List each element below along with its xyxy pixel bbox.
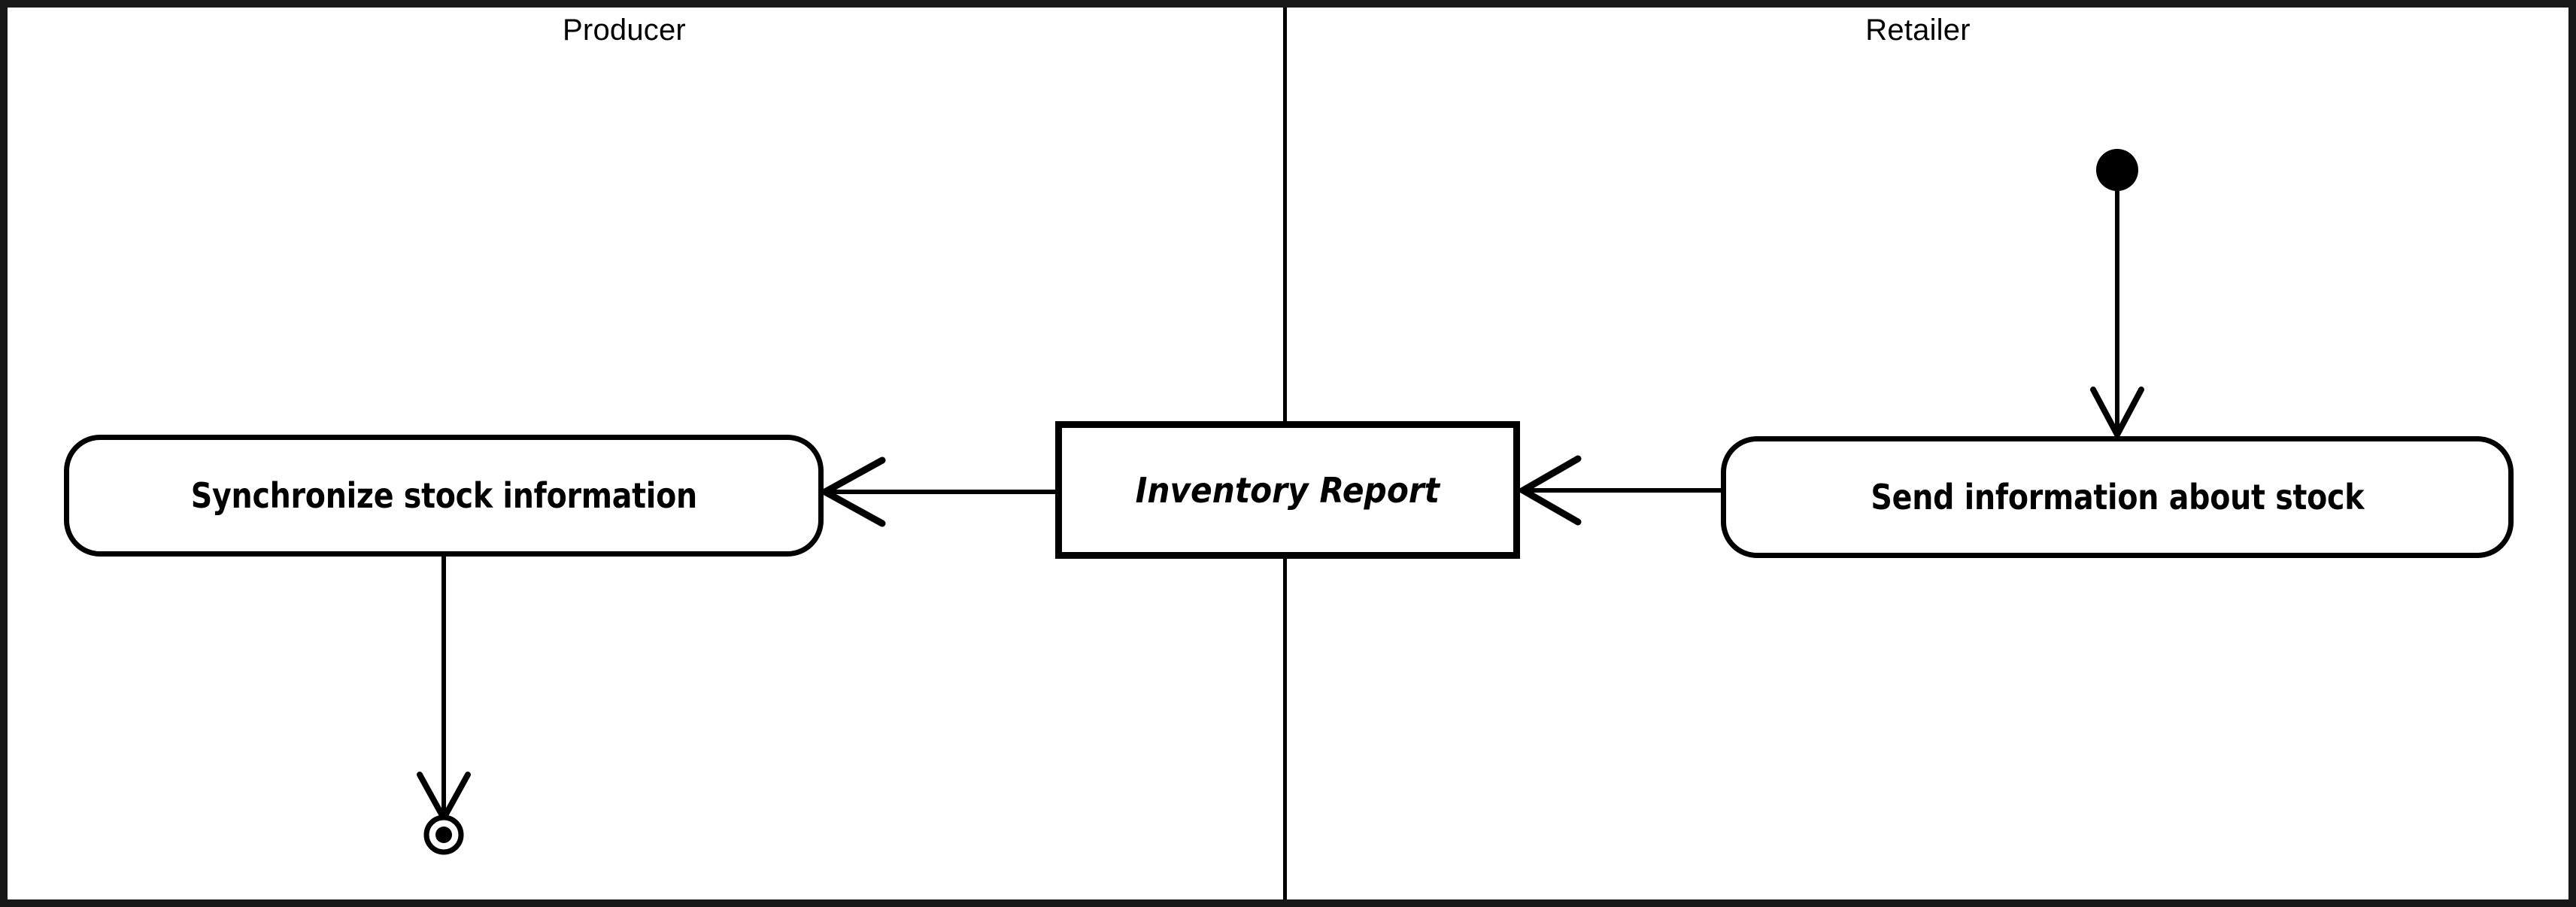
action-node-send-information-about-stock[interactable]: Send information about stock bbox=[1721, 436, 2514, 558]
action-node-label: Send information about stock bbox=[1871, 477, 2364, 517]
action-node-synchronize-stock-information[interactable]: Synchronize stock information bbox=[64, 435, 824, 557]
final-node-center bbox=[435, 827, 452, 843]
arrowhead-synchronize-to-final bbox=[417, 772, 471, 825]
partition-header-producer: Producer bbox=[563, 14, 686, 47]
arrowhead-initial-to-send bbox=[2090, 387, 2144, 441]
arrowhead-send-to-inventory bbox=[1516, 455, 1582, 526]
arrowhead-inventory-to-synchronize bbox=[818, 457, 886, 527]
final-node-ring bbox=[423, 814, 464, 855]
action-node-label: Synchronize stock information bbox=[190, 475, 697, 516]
object-node-label: Inventory Report bbox=[1135, 469, 1440, 511]
initial-node bbox=[2096, 149, 2138, 191]
partition-header-retailer: Retailer bbox=[1865, 14, 1971, 47]
object-node-inventory-report[interactable]: Inventory Report bbox=[1055, 421, 1520, 559]
